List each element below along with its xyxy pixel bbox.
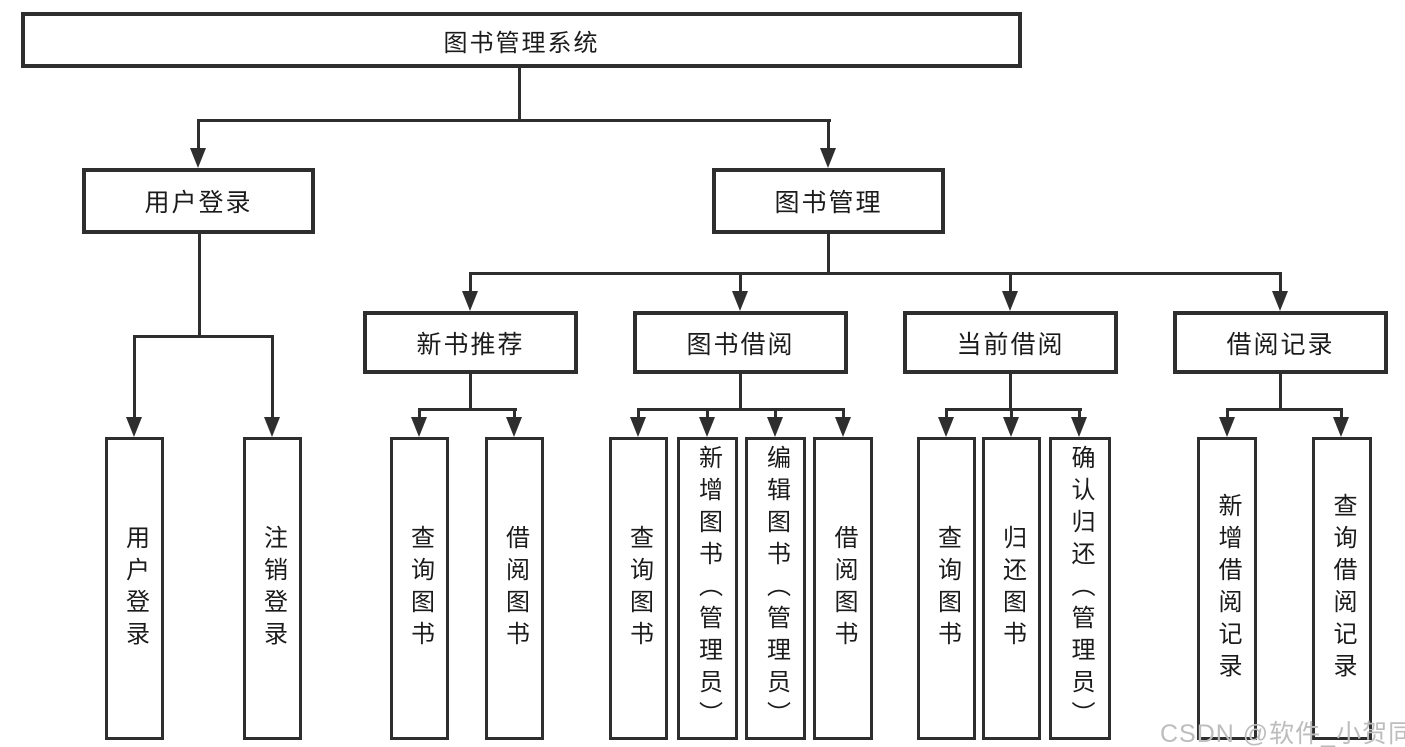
- connector-arrowhead: [1272, 291, 1288, 311]
- connector-line: [1010, 408, 1013, 421]
- connector-line: [513, 408, 516, 421]
- leaf-logout: 注销登录: [243, 437, 302, 740]
- connector-line: [198, 234, 201, 338]
- connector-arrowhead: [1002, 291, 1018, 311]
- connector-line: [827, 119, 830, 152]
- connector-arrowhead: [411, 417, 427, 437]
- connector-line: [739, 374, 742, 411]
- connector-line: [133, 335, 136, 421]
- connector-arrowhead: [1219, 417, 1235, 437]
- connector-line: [1340, 408, 1343, 421]
- node-new-book-recommend: 新书推荐: [363, 311, 578, 374]
- leaf-borrow-edit-books-admin: 编辑图书（管理员）: [745, 437, 806, 740]
- leaf-records-query-record: 查询借阅记录: [1312, 437, 1372, 740]
- connector-arrowhead: [1333, 417, 1349, 437]
- connector-line: [706, 408, 709, 421]
- connector-line: [469, 272, 1282, 275]
- connector-arrowhead: [630, 417, 646, 437]
- node-book-borrow: 图书借阅: [633, 311, 848, 374]
- node-user-login: 用户登录: [82, 168, 315, 234]
- connector-line: [133, 335, 274, 338]
- connector-line: [1226, 408, 1343, 411]
- leaf-records-add-record: 新增借阅记录: [1197, 437, 1257, 740]
- watermark: CSDN @软件_小贺同学: [1160, 720, 1405, 747]
- connector-line: [1009, 272, 1012, 295]
- connector-line: [197, 119, 200, 152]
- connector-line: [842, 408, 845, 421]
- connector-arrowhead: [732, 291, 748, 311]
- connector-line: [518, 67, 521, 122]
- connector-line: [469, 272, 472, 295]
- connector-line: [637, 408, 640, 421]
- connector-line: [945, 408, 1082, 411]
- connector-line: [739, 272, 742, 295]
- leaf-borrow-borrow-books: 借阅图书: [813, 437, 873, 740]
- connector-arrowhead: [835, 417, 851, 437]
- leaf-recommend-query-books: 查询图书: [390, 437, 449, 740]
- connector-arrowhead: [820, 148, 836, 168]
- leaf-current-return-books: 归还图书: [982, 437, 1041, 740]
- node-book-management: 图书管理: [712, 168, 945, 234]
- connector-line: [197, 119, 831, 122]
- connector-line: [774, 408, 777, 421]
- connector-line: [1009, 374, 1012, 411]
- leaf-current-confirm-return-admin: 确认归还（管理员）: [1049, 437, 1111, 740]
- connector-line: [418, 408, 517, 411]
- leaf-current-query-books: 查询图书: [917, 437, 976, 740]
- leaf-borrow-query-books: 查询图书: [609, 437, 668, 740]
- leaf-borrow-add-books-admin: 新增图书（管理员）: [677, 437, 738, 740]
- connector-arrowhead: [126, 417, 142, 437]
- connector-arrowhead: [767, 417, 783, 437]
- connector-line: [1078, 408, 1081, 421]
- connector-line: [1279, 272, 1282, 295]
- connector-line: [271, 335, 274, 421]
- connector-arrowhead: [938, 417, 954, 437]
- connector-line: [637, 408, 845, 411]
- leaf-recommend-borrow-books: 借阅图书: [485, 437, 544, 740]
- connector-line: [827, 234, 830, 274]
- connector-arrowhead: [506, 417, 522, 437]
- connector-arrowhead: [699, 417, 715, 437]
- connector-arrowhead: [264, 417, 280, 437]
- connector-line: [1279, 374, 1282, 411]
- connector-line: [945, 408, 948, 421]
- node-root: 图书管理系统: [21, 12, 1022, 68]
- connector-line: [1226, 408, 1229, 421]
- connector-arrowhead: [1071, 417, 1087, 437]
- node-current-borrow: 当前借阅: [903, 311, 1118, 374]
- connector-line: [418, 408, 421, 421]
- connector-line: [469, 374, 472, 411]
- connector-arrowhead: [462, 291, 478, 311]
- leaf-user-login: 用户登录: [105, 437, 164, 740]
- connector-arrowhead: [190, 148, 206, 168]
- node-borrow-records: 借阅记录: [1173, 311, 1388, 374]
- connector-arrowhead: [1003, 417, 1019, 437]
